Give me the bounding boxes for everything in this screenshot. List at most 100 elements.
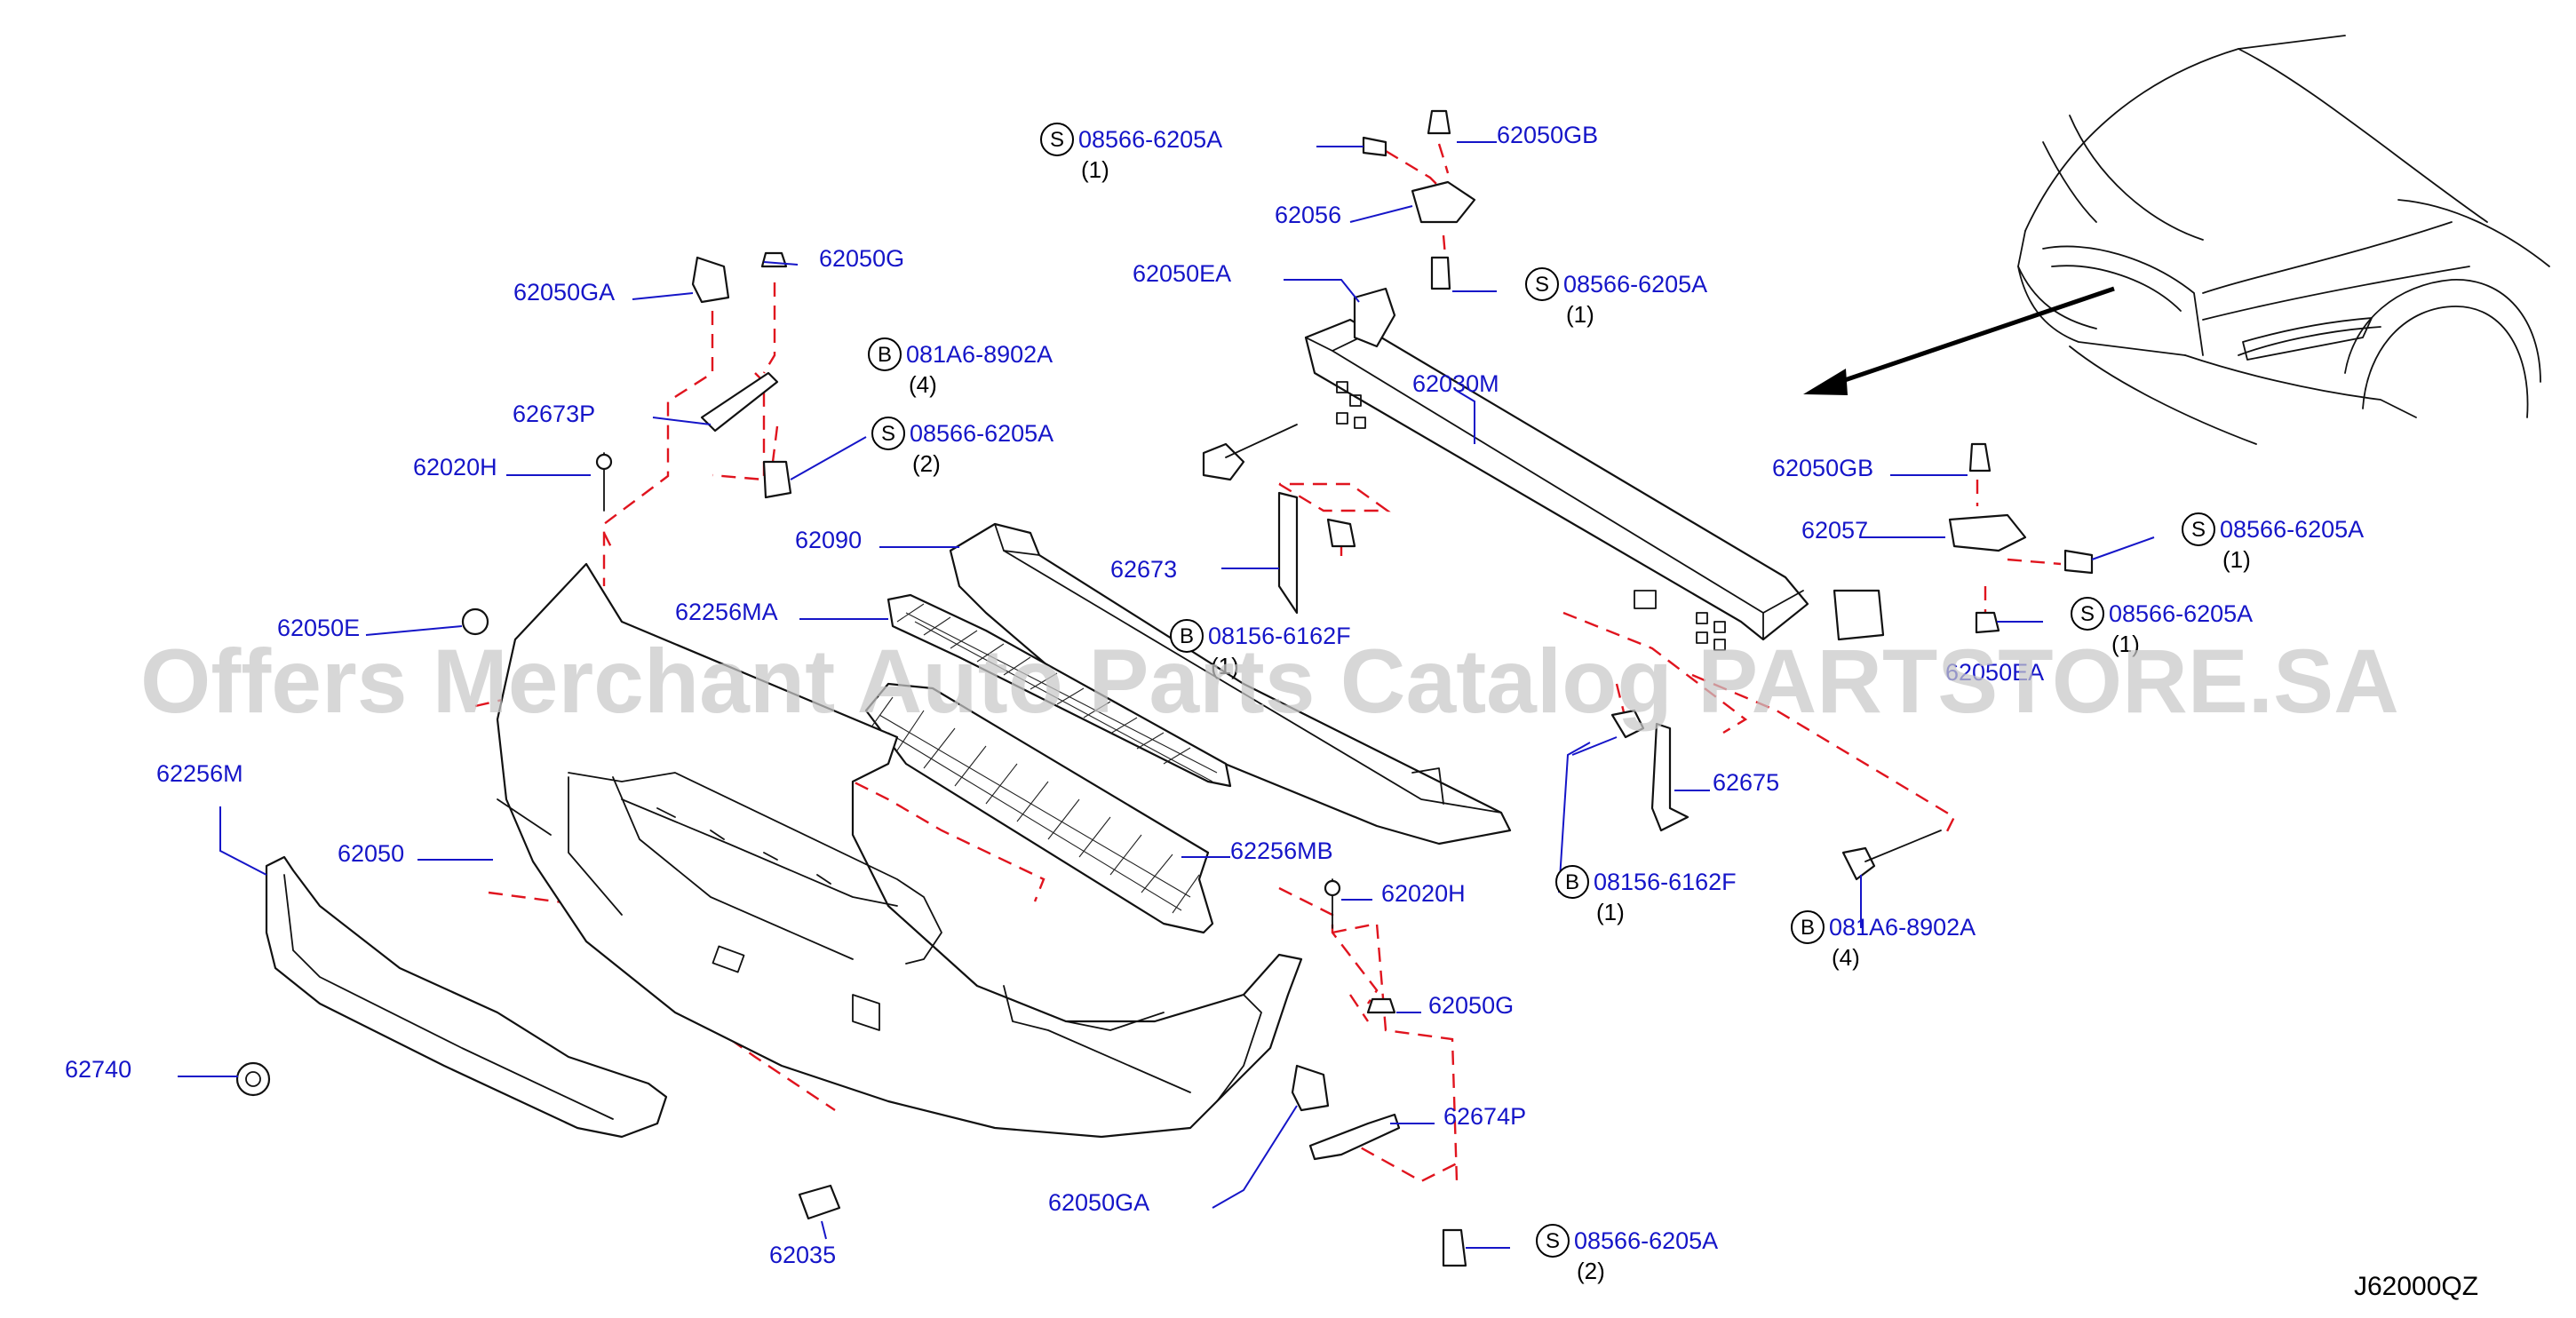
callout-62050E: 62050E bbox=[277, 615, 360, 641]
callout-08156-6162F: B 08156-6162F (1) bbox=[1555, 865, 1737, 925]
part-number-label: 62674P bbox=[1443, 1103, 1526, 1130]
quantity-label: (1) bbox=[2111, 631, 2140, 657]
quantity-label: (4) bbox=[909, 371, 937, 398]
callout-prefix: B bbox=[1565, 870, 1579, 894]
part-number-label: 62050 bbox=[338, 840, 404, 867]
part-number-label: 62256M bbox=[156, 760, 243, 787]
bumper-reinforcement-beam bbox=[1304, 318, 1809, 651]
quantity-label: (1) bbox=[1211, 653, 1239, 679]
callout-prefix: B bbox=[878, 343, 892, 367]
callout-prefix-ring bbox=[871, 417, 905, 450]
callout-62256MB: 62256MB bbox=[1230, 838, 1333, 864]
watermark-text: Offers Merchant Auto Parts Catalog PARTS… bbox=[140, 631, 2399, 732]
part-number-label: 62673P bbox=[513, 401, 595, 427]
callout-prefix-ring bbox=[2071, 597, 2104, 631]
part-number-label: 08566-6205A bbox=[1563, 271, 1707, 298]
part-number-label: 081A6-8902A bbox=[906, 341, 1053, 368]
callout-prefix: B bbox=[1180, 624, 1194, 648]
part-number-label: 62035 bbox=[769, 1242, 836, 1268]
part-number-label: 08566-6205A bbox=[1078, 126, 1222, 153]
part-number-label: 08566-6205A bbox=[1574, 1227, 1718, 1254]
callout-62256MA: 62256MA bbox=[675, 599, 778, 625]
callout-08566-6205A: S 08566-6205A (1) bbox=[2182, 512, 2364, 573]
callout-62050EA: 62050EA bbox=[1945, 659, 2044, 686]
part-number-label: 62050EA bbox=[1133, 260, 1231, 287]
callout-62740: 62740 bbox=[65, 1056, 131, 1083]
callout-62050G: 62050G bbox=[1428, 992, 1514, 1019]
upper-grille bbox=[886, 593, 1232, 788]
callout-62035: 62035 bbox=[769, 1242, 836, 1268]
quantity-label: (1) bbox=[2222, 546, 2251, 573]
callout-prefix-ring bbox=[1791, 910, 1825, 944]
callout-08566-6205A: S 08566-6205A (1) bbox=[1040, 123, 1222, 183]
callout-62256M: 62256M bbox=[156, 760, 243, 787]
part-number-label: 08566-6205A bbox=[2220, 516, 2364, 543]
part-number-label: 62050GA bbox=[513, 279, 615, 306]
quantity-label: (1) bbox=[1596, 899, 1625, 925]
callout-081A6-8902A: B 081A6-8902A (4) bbox=[868, 337, 1053, 398]
part-number-label: 62056 bbox=[1275, 202, 1341, 228]
part-number-label: 62740 bbox=[65, 1056, 131, 1083]
callout-prefix: S bbox=[1546, 1229, 1560, 1253]
callout-prefix: S bbox=[1050, 128, 1064, 152]
quantity-label: (2) bbox=[1577, 1258, 1605, 1284]
callout-08566-6205A: S 08566-6205A (2) bbox=[1536, 1224, 1718, 1284]
callout-62673P: 62673P bbox=[513, 401, 595, 427]
callout-prefix-ring bbox=[1536, 1224, 1570, 1258]
quantity-label: (2) bbox=[912, 450, 941, 477]
callout-leader-lines bbox=[178, 141, 2155, 1249]
callout-prefix-ring bbox=[1170, 619, 1204, 653]
part-number-label: 62020H bbox=[413, 454, 497, 480]
part-number-label: 62050G bbox=[1428, 992, 1514, 1019]
fasteners-and-brackets bbox=[235, 109, 2094, 1267]
bumper-fascia bbox=[496, 562, 1303, 1139]
part-number-label: 08566-6205A bbox=[2109, 600, 2253, 627]
callout-62057: 62057 bbox=[1801, 517, 1868, 544]
part-number-label: 62020H bbox=[1381, 880, 1466, 907]
part-number-label: 62050GA bbox=[1048, 1189, 1149, 1216]
part-number-label: 62673 bbox=[1110, 556, 1177, 583]
quantity-label: (4) bbox=[1832, 944, 1860, 971]
energy-absorber bbox=[949, 522, 1512, 846]
part-number-label: 62050GB bbox=[1772, 455, 1873, 481]
part-number-label: 08156-6162F bbox=[1208, 623, 1351, 649]
callout-62674P: 62674P bbox=[1443, 1103, 1526, 1130]
callout-62090: 62090 bbox=[795, 527, 862, 553]
part-number-label: 62050E bbox=[277, 615, 360, 641]
part-number-label: 62030M bbox=[1412, 370, 1499, 397]
callout-62050: 62050 bbox=[338, 840, 404, 867]
callout-62050GB: 62050GB bbox=[1497, 122, 1598, 148]
part-number-label: 62090 bbox=[795, 527, 862, 553]
vehicle-location-inset bbox=[2017, 35, 2550, 445]
callout-62056: 62056 bbox=[1275, 202, 1341, 228]
callout-62030M: 62030M bbox=[1412, 370, 1499, 397]
callout-prefix-ring bbox=[2182, 512, 2215, 546]
callout-62020H: 62020H bbox=[1381, 880, 1466, 907]
callout-62020H: 62020H bbox=[413, 454, 497, 480]
callout-62050EA: 62050EA bbox=[1133, 260, 1231, 287]
callout-prefix: S bbox=[2080, 602, 2095, 626]
part-number-label: 62050EA bbox=[1945, 659, 2044, 686]
lower-spoiler bbox=[265, 855, 668, 1139]
callout-prefix: S bbox=[2191, 518, 2206, 542]
callout-prefix-ring bbox=[1525, 267, 1559, 301]
callout-prefix: S bbox=[881, 422, 895, 446]
part-number-label: 081A6-8902A bbox=[1829, 914, 1976, 941]
callout-prefix-ring bbox=[1040, 123, 1074, 156]
callout-prefix: B bbox=[1801, 916, 1815, 940]
part-number-label: 62050G bbox=[819, 245, 904, 272]
part-number-label: 08156-6162F bbox=[1594, 869, 1737, 895]
part-number-label: 62050GB bbox=[1497, 122, 1598, 148]
part-number-label: 62256MA bbox=[675, 599, 778, 625]
callout-prefix-ring bbox=[868, 337, 902, 371]
callout-prefix: S bbox=[1535, 273, 1549, 297]
part-number-label: 62675 bbox=[1713, 769, 1779, 796]
part-number-label: 62057 bbox=[1801, 517, 1868, 544]
quantity-label: (1) bbox=[1081, 156, 1109, 183]
callout-08156-6162F: B 08156-6162F (1) bbox=[1170, 619, 1351, 679]
callout-081A6-8902A: B 081A6-8902A (4) bbox=[1791, 910, 1976, 971]
callout-prefix-ring bbox=[1555, 865, 1589, 899]
